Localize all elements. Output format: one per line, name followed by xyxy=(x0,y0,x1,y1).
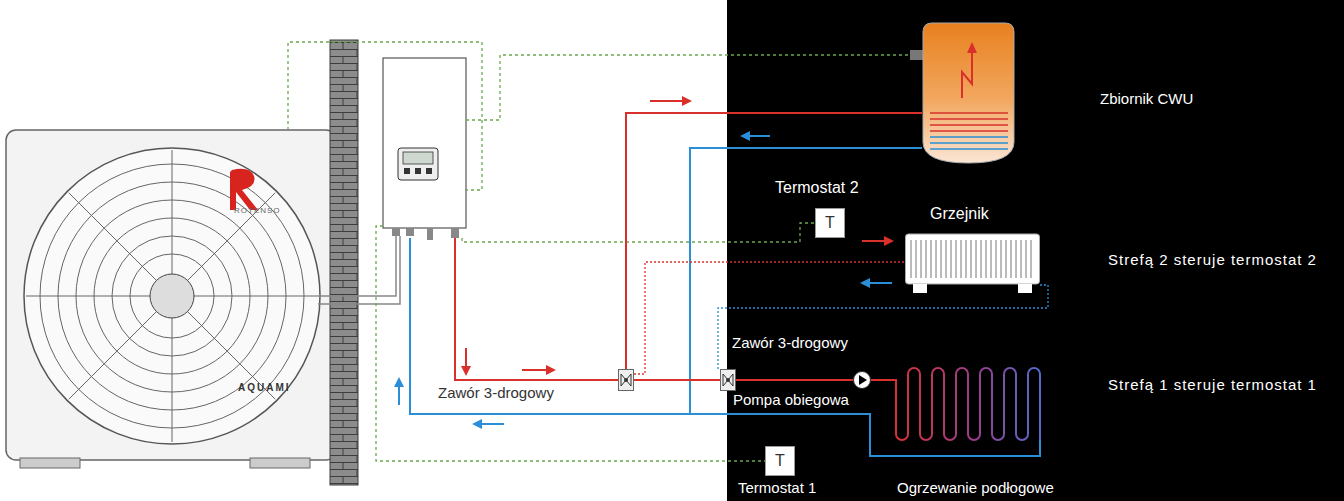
pipe-connector xyxy=(871,379,888,381)
logo-mark xyxy=(230,169,258,210)
supply-pipe xyxy=(455,238,618,380)
thermostat-box: Termostat 2T xyxy=(815,208,845,238)
node-label: Ogrzewanie podłogowe xyxy=(897,479,1054,497)
rad-shape xyxy=(905,228,1040,294)
radiator: Grzejnik xyxy=(905,228,1040,294)
return-pipe xyxy=(410,148,1040,456)
indoor-unit xyxy=(383,58,466,240)
zone-note: Strefą 2 steruje termostat 2 xyxy=(1108,251,1317,269)
valve-shape xyxy=(720,369,736,391)
control-wire xyxy=(288,42,910,461)
circulation-pump: Pompa obiegowa xyxy=(853,371,871,389)
node-label: Zawór 3-drogowy xyxy=(732,334,848,352)
outdoor-unit xyxy=(6,130,348,468)
wall xyxy=(330,40,358,485)
tank-shape xyxy=(922,22,1015,164)
radiator-return xyxy=(718,285,1048,369)
dhw-tank: Zbiornik CWU xyxy=(922,22,1015,164)
node-label: Termostat 1 xyxy=(738,479,816,497)
thermostat-box: TTermostat 1 xyxy=(765,446,795,476)
underfloor-heating: Ogrzewanie podłogowe xyxy=(888,366,1048,446)
pipe-connector xyxy=(634,262,905,374)
brand-name: ROTENSO xyxy=(234,206,281,216)
valve-shape xyxy=(618,369,634,391)
three-way-valve: Zawór 3-drogowy xyxy=(720,369,736,391)
pipe-connector xyxy=(736,379,853,381)
series-name: AQUAMI xyxy=(238,382,291,394)
node-label: T xyxy=(765,451,795,470)
dark-ground xyxy=(727,0,1344,501)
floor-shape xyxy=(888,366,1048,446)
three-way-valve: Zawór 3-drogowy xyxy=(618,369,634,391)
pipe-connector xyxy=(634,379,720,381)
node-label: Pompa obiegowa xyxy=(733,391,849,409)
pump-shape xyxy=(853,371,871,389)
zone-note: Strefą 1 steruje termostat 1 xyxy=(1108,376,1317,394)
node-label: Grzejnik xyxy=(930,204,989,223)
node-label: Zawór 3-drogowy xyxy=(438,384,554,402)
node-label: T xyxy=(815,213,845,232)
pipe-connector xyxy=(626,113,922,369)
node-label: Termostat 2 xyxy=(775,178,859,197)
node-label: Zbiornik CWU xyxy=(1100,90,1193,108)
refrigerant-line xyxy=(318,236,400,304)
